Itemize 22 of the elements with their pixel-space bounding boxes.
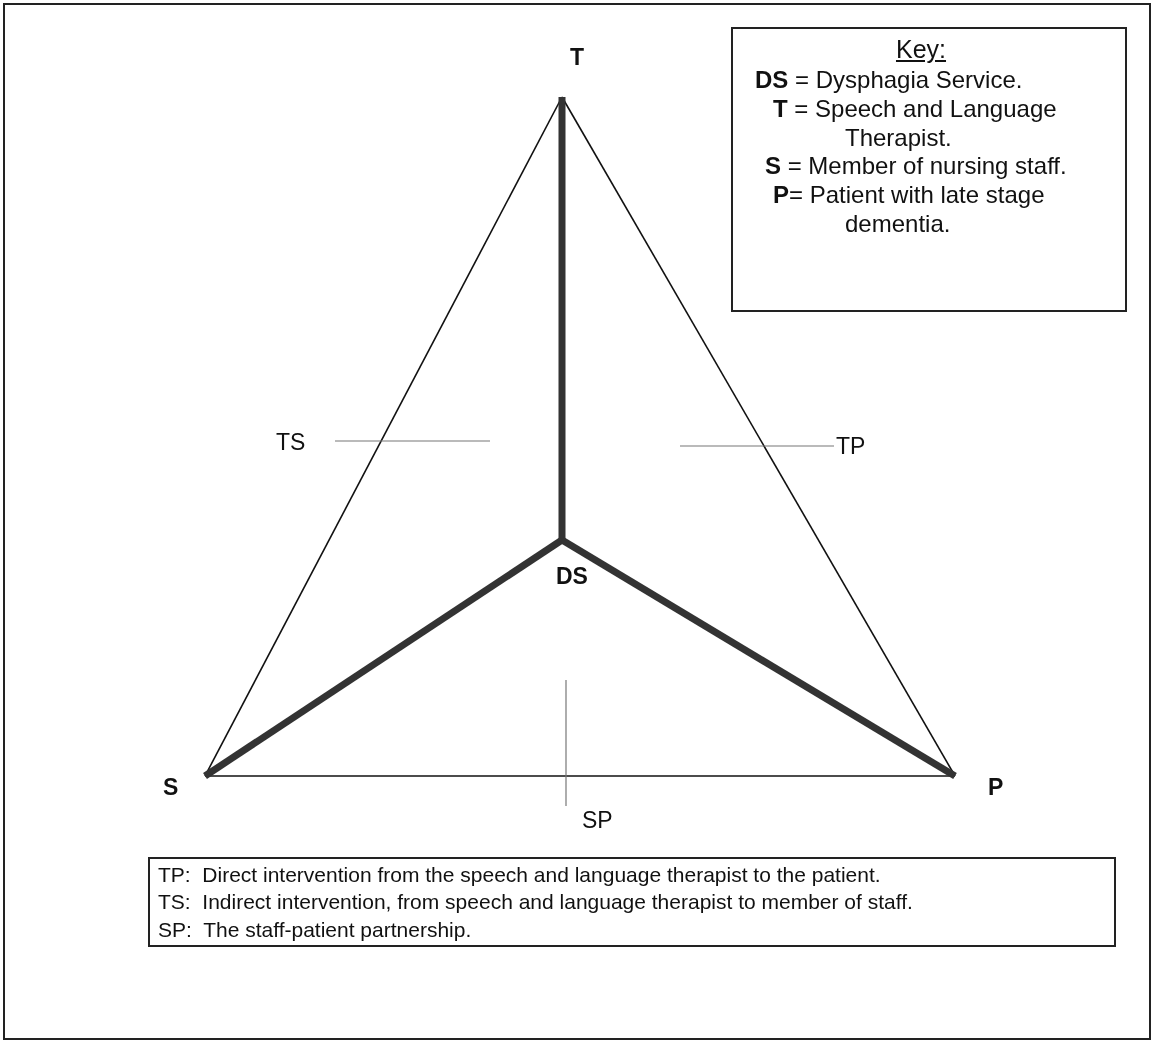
- leader-line: [334, 440, 491, 442]
- key-entry: S = Member of nursing staff.: [765, 152, 1068, 182]
- definition-text: TS: Indirect intervention, from speech and language therapist to member of staff.: [157, 889, 914, 916]
- definition-text: SP: The staff-patient partnership.: [157, 916, 473, 943]
- key-heading: Key:: [895, 35, 947, 64]
- thick-connector-line: [203, 537, 564, 779]
- vertex-label: DS: [556, 563, 588, 590]
- region-label: SP: [582, 807, 613, 834]
- definitions-panel: [148, 857, 1116, 947]
- region-label: TS: [276, 429, 306, 456]
- vertex-label: S: [163, 774, 179, 801]
- thick-connector-line: [560, 537, 957, 779]
- key-panel: [731, 27, 1127, 312]
- key-entry: DS = Dysphagia Service.: [755, 66, 1024, 95]
- leader-line: [565, 679, 567, 807]
- key-entry: T = Speech and Language Therapist.: [773, 94, 1058, 153]
- region-label: TP: [836, 433, 866, 460]
- vertex-label: P: [988, 774, 1004, 801]
- definition-text: TP: Direct intervention from the speech and language therapist to the patient.: [157, 862, 882, 888]
- leader-line: [679, 445, 835, 447]
- vertex-label: T: [570, 44, 585, 71]
- key-entry: P= Patient with late stage dementia.: [773, 181, 1046, 239]
